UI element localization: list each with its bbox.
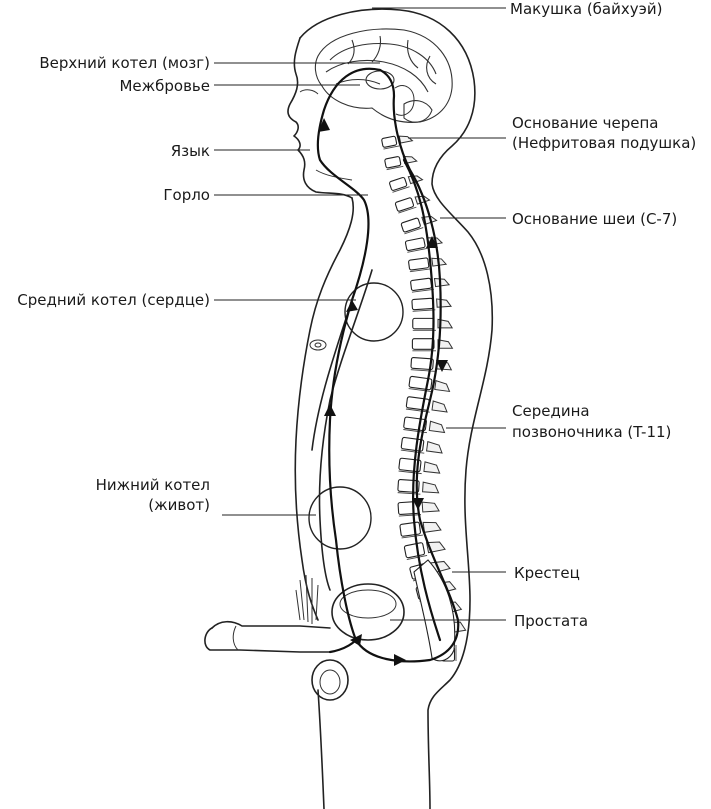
intervertebral-disc (412, 309, 436, 312)
lower-cauldron-circle (308, 486, 372, 550)
intervertebral-disc (408, 388, 433, 393)
leader-lines (214, 7, 506, 621)
vertebra (408, 257, 430, 271)
vertebra (389, 176, 408, 191)
vertebra (411, 338, 435, 350)
vertebra (403, 542, 426, 559)
intervertebral-disc (409, 268, 432, 273)
label-sacrum: Крестец (514, 564, 580, 582)
intervertebral-disc (407, 247, 428, 253)
vertebra (384, 156, 402, 169)
energy-flow-path (316, 67, 460, 663)
intervertebral-disc (406, 555, 428, 560)
flow-arrows (318, 118, 448, 666)
intervertebral-disc (383, 145, 400, 150)
vertebra (405, 396, 430, 411)
label-skull-base-line1: Основание черепа (512, 114, 658, 132)
vertebra (394, 197, 415, 212)
vertebra (404, 237, 426, 252)
label-brow: Межбровье (119, 77, 210, 95)
label-lower-cauldron-line1: Нижний котел (96, 476, 210, 494)
vertebra (410, 277, 433, 292)
vertebra (410, 357, 434, 371)
vertebra (412, 317, 435, 330)
label-skull-base-line2: (Нефритовая подушка) (512, 134, 696, 152)
label-middle-cauldron: Средний котел (сердце) (17, 291, 210, 309)
label-throat: Горло (163, 186, 210, 204)
spinous-process (431, 400, 448, 413)
intervertebral-disc (404, 227, 424, 235)
sacrum-bone (413, 559, 456, 662)
spinous-process (421, 501, 440, 513)
label-tongue: Язык (171, 142, 210, 160)
genitals (204, 574, 405, 701)
spinous-process (428, 420, 446, 434)
intervertebral-disc (411, 288, 434, 293)
vertebra (411, 297, 434, 311)
label-prostate: Простата (514, 612, 588, 630)
spinous-process (425, 440, 443, 454)
intervertebral-disc (392, 186, 410, 193)
intervertebral-disc (398, 514, 422, 517)
intervertebral-disc (405, 408, 430, 413)
spinous-process (436, 298, 452, 308)
label-mid-spine-line2: позвоночника (T-11) (512, 423, 671, 441)
spinous-process (437, 318, 454, 329)
brain (314, 28, 453, 123)
spinous-process (422, 521, 442, 533)
intervertebral-disc (386, 165, 404, 171)
spinous-process (434, 379, 451, 393)
spinous-process (433, 277, 451, 288)
label-mid-spine-line1: Середина (512, 402, 590, 420)
label-neck-base: Основание шеи (C-7) (512, 210, 677, 228)
intervertebral-disc (400, 449, 425, 454)
label-lower-cauldron-line2: (живот) (148, 496, 210, 514)
intervertebral-disc (401, 534, 423, 539)
vertebra (400, 217, 421, 233)
middle-cauldron-circle (344, 282, 404, 342)
vertebra (399, 521, 421, 537)
label-upper-cauldron: Верхний котел (мозг) (39, 54, 210, 72)
labels: Макушка (байхуэй) Верхний котел (мозг) М… (17, 0, 696, 630)
spinous-process (423, 461, 441, 474)
spinous-process (422, 481, 440, 494)
label-crown: Макушка (байхуэй) (510, 0, 662, 18)
intervertebral-disc (398, 206, 417, 214)
vertebra (381, 135, 398, 148)
